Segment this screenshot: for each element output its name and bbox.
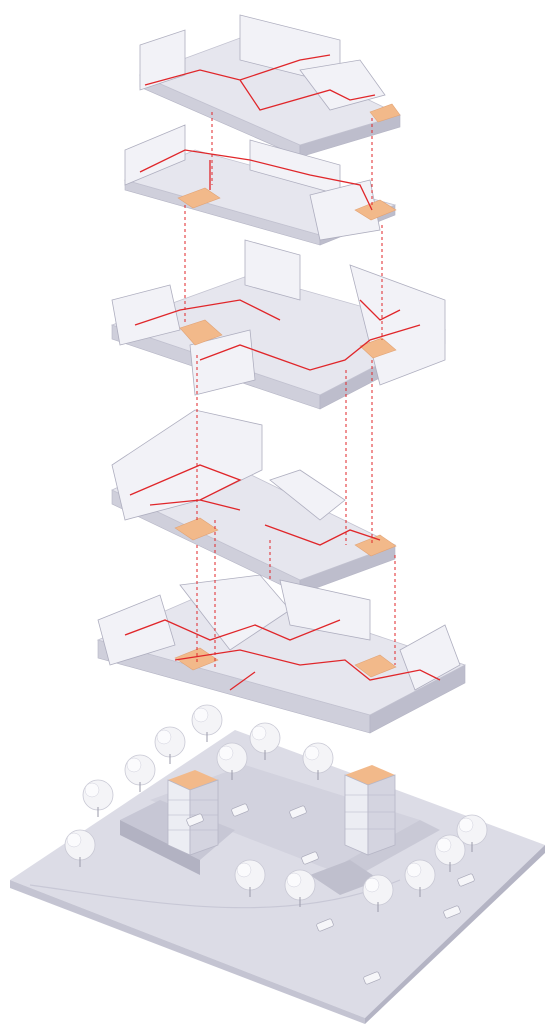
tree: [434, 834, 466, 872]
circulation-route: [144, 54, 376, 111]
tree: [124, 754, 156, 792]
tree: [302, 742, 334, 780]
room-block: [269, 469, 346, 521]
tree-canopy-highlight: [364, 877, 380, 893]
tree-canopy-highlight: [66, 832, 82, 848]
tree-canopy-highlight: [126, 757, 142, 773]
circulation-route: [139, 149, 373, 211]
tree: [362, 874, 394, 912]
vertical-core-zone: [354, 534, 397, 557]
car: [301, 851, 319, 865]
tree-canopy-highlight: [458, 817, 474, 833]
room-block: [309, 179, 381, 241]
level-4: [110, 239, 447, 410]
tree: [234, 859, 266, 897]
room-block: [399, 624, 461, 691]
tree-canopy-highlight: [193, 707, 209, 723]
circulation-route: [124, 619, 441, 691]
room-block: [139, 29, 186, 91]
site-tower-left: [167, 770, 219, 856]
tree-canopy-highlight: [236, 862, 252, 878]
room-block: [189, 329, 256, 396]
vertical-core-zone: [177, 187, 221, 209]
slab-top: [96, 584, 467, 716]
car: [289, 805, 307, 819]
room-block: [124, 124, 186, 186]
car: [363, 971, 381, 985]
car: [457, 873, 475, 887]
tree-canopy-highlight: [251, 725, 267, 741]
tree-canopy-highlight: [286, 872, 302, 888]
site-tower-right: [344, 765, 396, 856]
site-cars: [186, 803, 475, 985]
vertical-connectors: [184, 112, 396, 670]
tree: [456, 814, 488, 852]
level-3: [111, 409, 397, 595]
tree: [64, 829, 96, 867]
room-block: [244, 239, 301, 301]
car: [443, 905, 461, 919]
level-5: [123, 124, 397, 246]
level-2: [96, 574, 467, 734]
tree: [284, 869, 316, 907]
room-block: [111, 409, 263, 521]
car: [186, 813, 204, 827]
room-block: [279, 579, 371, 641]
tree-canopy-highlight: [436, 837, 452, 853]
tree: [249, 722, 281, 760]
site-trees: [64, 704, 488, 912]
circulation-route: [134, 299, 421, 371]
vertical-core-zone: [179, 319, 223, 346]
circulation-route: [129, 464, 381, 546]
tree: [191, 704, 223, 742]
tree: [404, 859, 436, 897]
car: [316, 918, 334, 932]
tree: [82, 779, 114, 817]
vertical-core-zone: [354, 654, 397, 678]
tree-canopy-highlight: [156, 729, 172, 745]
vertical-core-zone: [369, 103, 401, 123]
vertical-core-zone: [359, 337, 397, 359]
level-6: [138, 14, 402, 158]
tree-canopy-highlight: [304, 745, 320, 761]
vertical-core-zone: [174, 517, 219, 541]
floor-levels: [96, 14, 467, 734]
tree: [216, 742, 248, 780]
tree-canopy-highlight: [84, 782, 100, 798]
tree-canopy-highlight: [406, 862, 422, 878]
car: [231, 803, 249, 817]
tree: [154, 726, 186, 764]
room-block: [111, 284, 181, 346]
tree-canopy-highlight: [218, 745, 234, 761]
